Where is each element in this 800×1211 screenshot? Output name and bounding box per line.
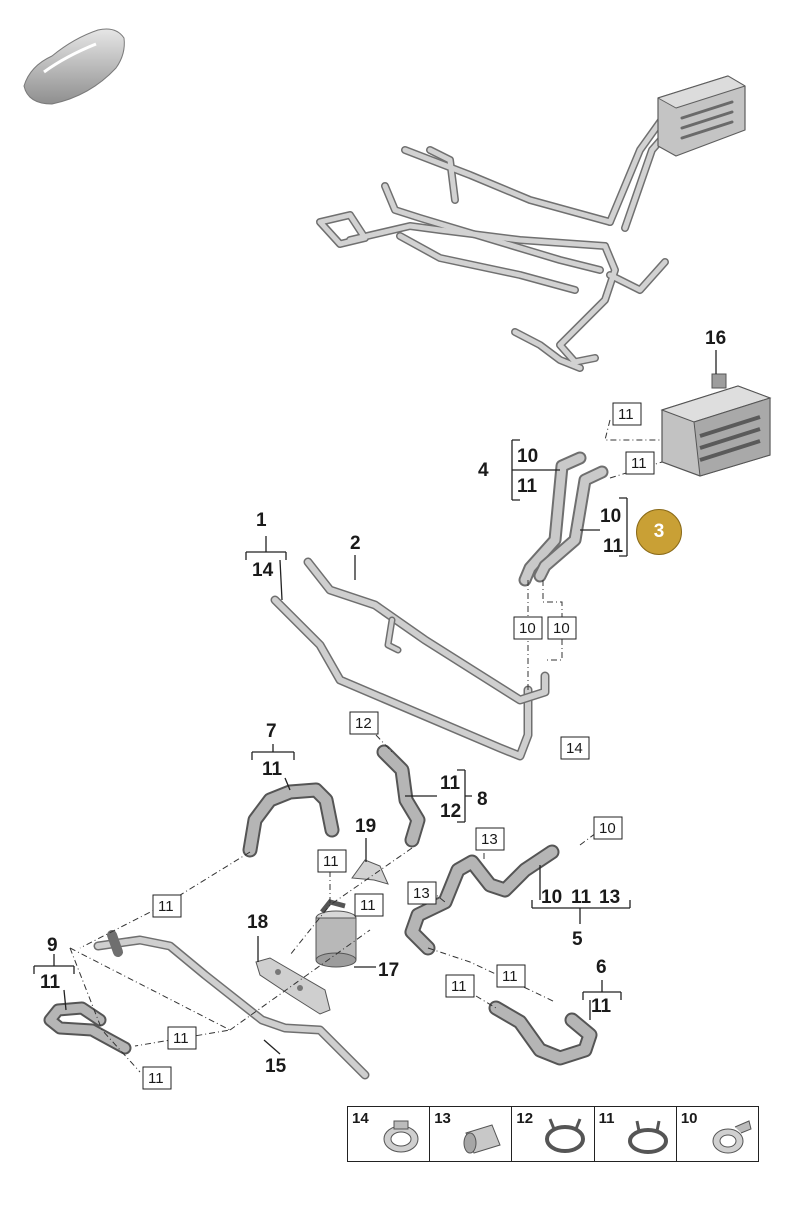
label-part-2: 2 [350, 533, 361, 554]
spring-clamp-icon [627, 1120, 668, 1154]
group-8-item: 11 [440, 773, 461, 794]
hose-clamp-sleeve-icon [463, 1124, 501, 1154]
ref-box: 10 [553, 620, 570, 637]
ref-box: 10 [599, 820, 616, 837]
group-5-item: 13 [599, 887, 620, 908]
label-part-4: 4 [478, 460, 489, 481]
legend-number: 10 [680, 1110, 698, 1127]
label-part-7: 7 [266, 721, 277, 742]
group-5-item: 11 [571, 887, 592, 908]
pipe-1 [270, 595, 533, 761]
pump-17 [315, 899, 357, 968]
group-7-item: 11 [262, 759, 283, 780]
legend-number: 13 [434, 1110, 451, 1127]
legend-cell-11: 11 [595, 1107, 677, 1161]
group-4-item: 11 [517, 476, 538, 497]
hose-6 [488, 1000, 598, 1066]
label-part-16: 16 [705, 328, 726, 349]
hose-8 [376, 744, 426, 848]
ref-box: 11 [173, 1030, 189, 1047]
ref-box: 11 [502, 968, 518, 985]
ref-box: 11 [451, 978, 467, 995]
hose-clamp-wide-icon [383, 1120, 419, 1153]
legend-cell-13: 13 [430, 1107, 513, 1161]
group-9-item: 11 [40, 972, 61, 993]
clip-clamp-icon [712, 1120, 752, 1154]
pipe-3 [533, 465, 609, 583]
label-part-18: 18 [247, 912, 268, 933]
ref-box: 11 [323, 853, 339, 870]
legend-cell-10: 10 [677, 1107, 758, 1161]
group-3-item: 10 [600, 506, 621, 527]
ref-box: 10 [519, 620, 536, 637]
group-3-item: 11 [603, 536, 624, 557]
label-part-19: 19 [355, 816, 376, 837]
legend-number: 14 [352, 1110, 369, 1127]
spring-clamp-icon [545, 1118, 586, 1153]
heat-exchanger-16 [660, 373, 772, 477]
group-4-item: 10 [517, 446, 538, 467]
legend-number: 11 [598, 1110, 615, 1127]
group-1-item: 14 [252, 560, 274, 581]
pipe-15 [93, 930, 370, 1080]
ref-box: 14 [566, 740, 583, 757]
ref-box: 11 [618, 406, 634, 423]
overview-assembly [316, 75, 746, 372]
group-8-item: 12 [440, 801, 461, 822]
hose-7 [242, 782, 340, 858]
ref-box: 11 [158, 898, 174, 915]
bracket-18 [255, 957, 331, 1015]
group-6-item: 11 [591, 996, 612, 1017]
clamp-legend: 14 13 12 11 10 [347, 1106, 759, 1162]
pipe-4 [518, 451, 587, 587]
label-part-17: 17 [378, 960, 399, 981]
legend-cell-14: 14 [348, 1107, 431, 1161]
legend-number: 12 [516, 1110, 534, 1127]
hose-5 [404, 844, 560, 956]
label-part-8: 8 [477, 789, 488, 810]
label-part-1: 1 [256, 510, 267, 531]
ref-box: 13 [481, 831, 498, 848]
ref-boxes: 11 11 10 10 14 12 10 13 13 11 11 11 11 1… [142, 402, 655, 1090]
label-part-5: 5 [572, 929, 583, 950]
ref-box: 12 [355, 715, 372, 732]
group-5-item: 10 [541, 887, 562, 908]
ref-box: 13 [413, 885, 430, 902]
bracket-19 [351, 859, 389, 885]
heat-exchanger-top [657, 75, 746, 157]
label-part-9: 9 [47, 935, 58, 956]
callout-badge-3[interactable]: 3 [636, 509, 682, 555]
pipe-2 [303, 557, 550, 705]
ref-box: 11 [360, 897, 376, 914]
label-part-15: 15 [265, 1056, 287, 1077]
label-part-6: 6 [596, 957, 607, 978]
hose-9 [43, 1001, 132, 1055]
car-icon [23, 28, 125, 105]
ref-box: 11 [631, 455, 647, 472]
ref-box: 11 [148, 1070, 164, 1087]
legend-cell-12: 12 [512, 1107, 595, 1161]
group-brackets [33, 350, 717, 1055]
